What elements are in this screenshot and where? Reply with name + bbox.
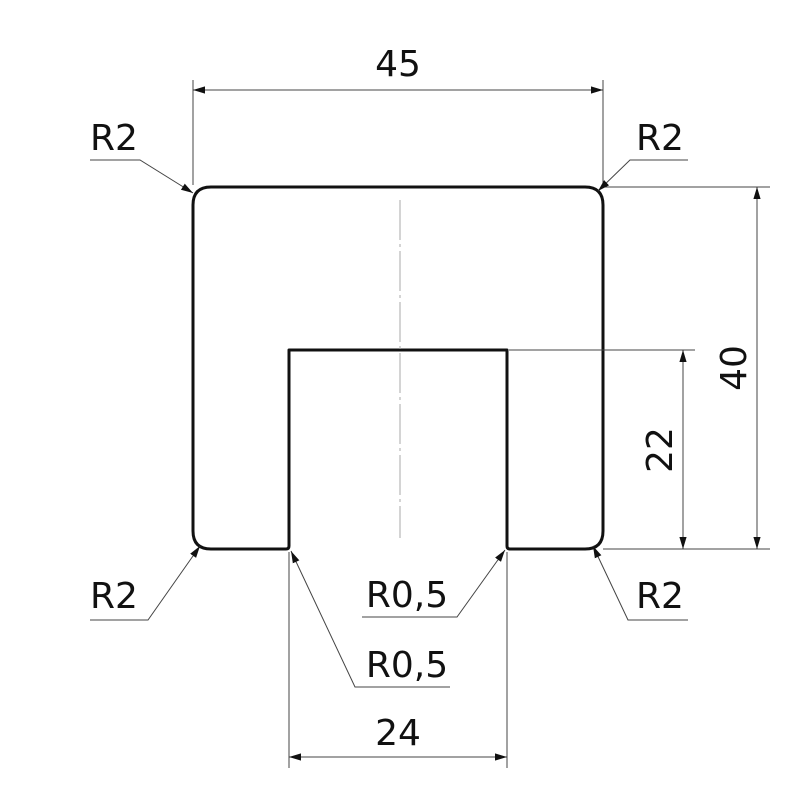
dimension-label: 24 (375, 713, 421, 754)
part-outline (191, 185, 605, 551)
svg-text:R2: R2 (90, 576, 138, 617)
dimension-overall-height: 40 (605, 186, 770, 550)
dimension-slot-width: 24 (288, 552, 508, 768)
dimension-slot-depth: 22 (509, 349, 695, 550)
radius-callout-top-left: R2 (90, 118, 194, 194)
svg-text:R0,5: R0,5 (366, 645, 448, 686)
radius-callout-slot-left: R0,5 (290, 550, 450, 688)
svg-text:R2: R2 (636, 576, 684, 617)
radius-callout-bottom-right: R2 (592, 545, 688, 621)
svg-text:R0,5: R0,5 (366, 575, 448, 616)
dimension-overall-width: 45 (192, 44, 604, 185)
radius-callout-top-right: R2 (597, 118, 688, 192)
svg-text:R2: R2 (636, 118, 684, 159)
radius-callout-bottom-left: R2 (90, 545, 201, 621)
dimension-label: 22 (640, 427, 681, 473)
dimension-label: 45 (375, 44, 421, 85)
dimension-label: 40 (714, 345, 755, 391)
svg-text:R2: R2 (90, 118, 138, 159)
radius-callout-slot-right: R0,5 (362, 549, 506, 618)
